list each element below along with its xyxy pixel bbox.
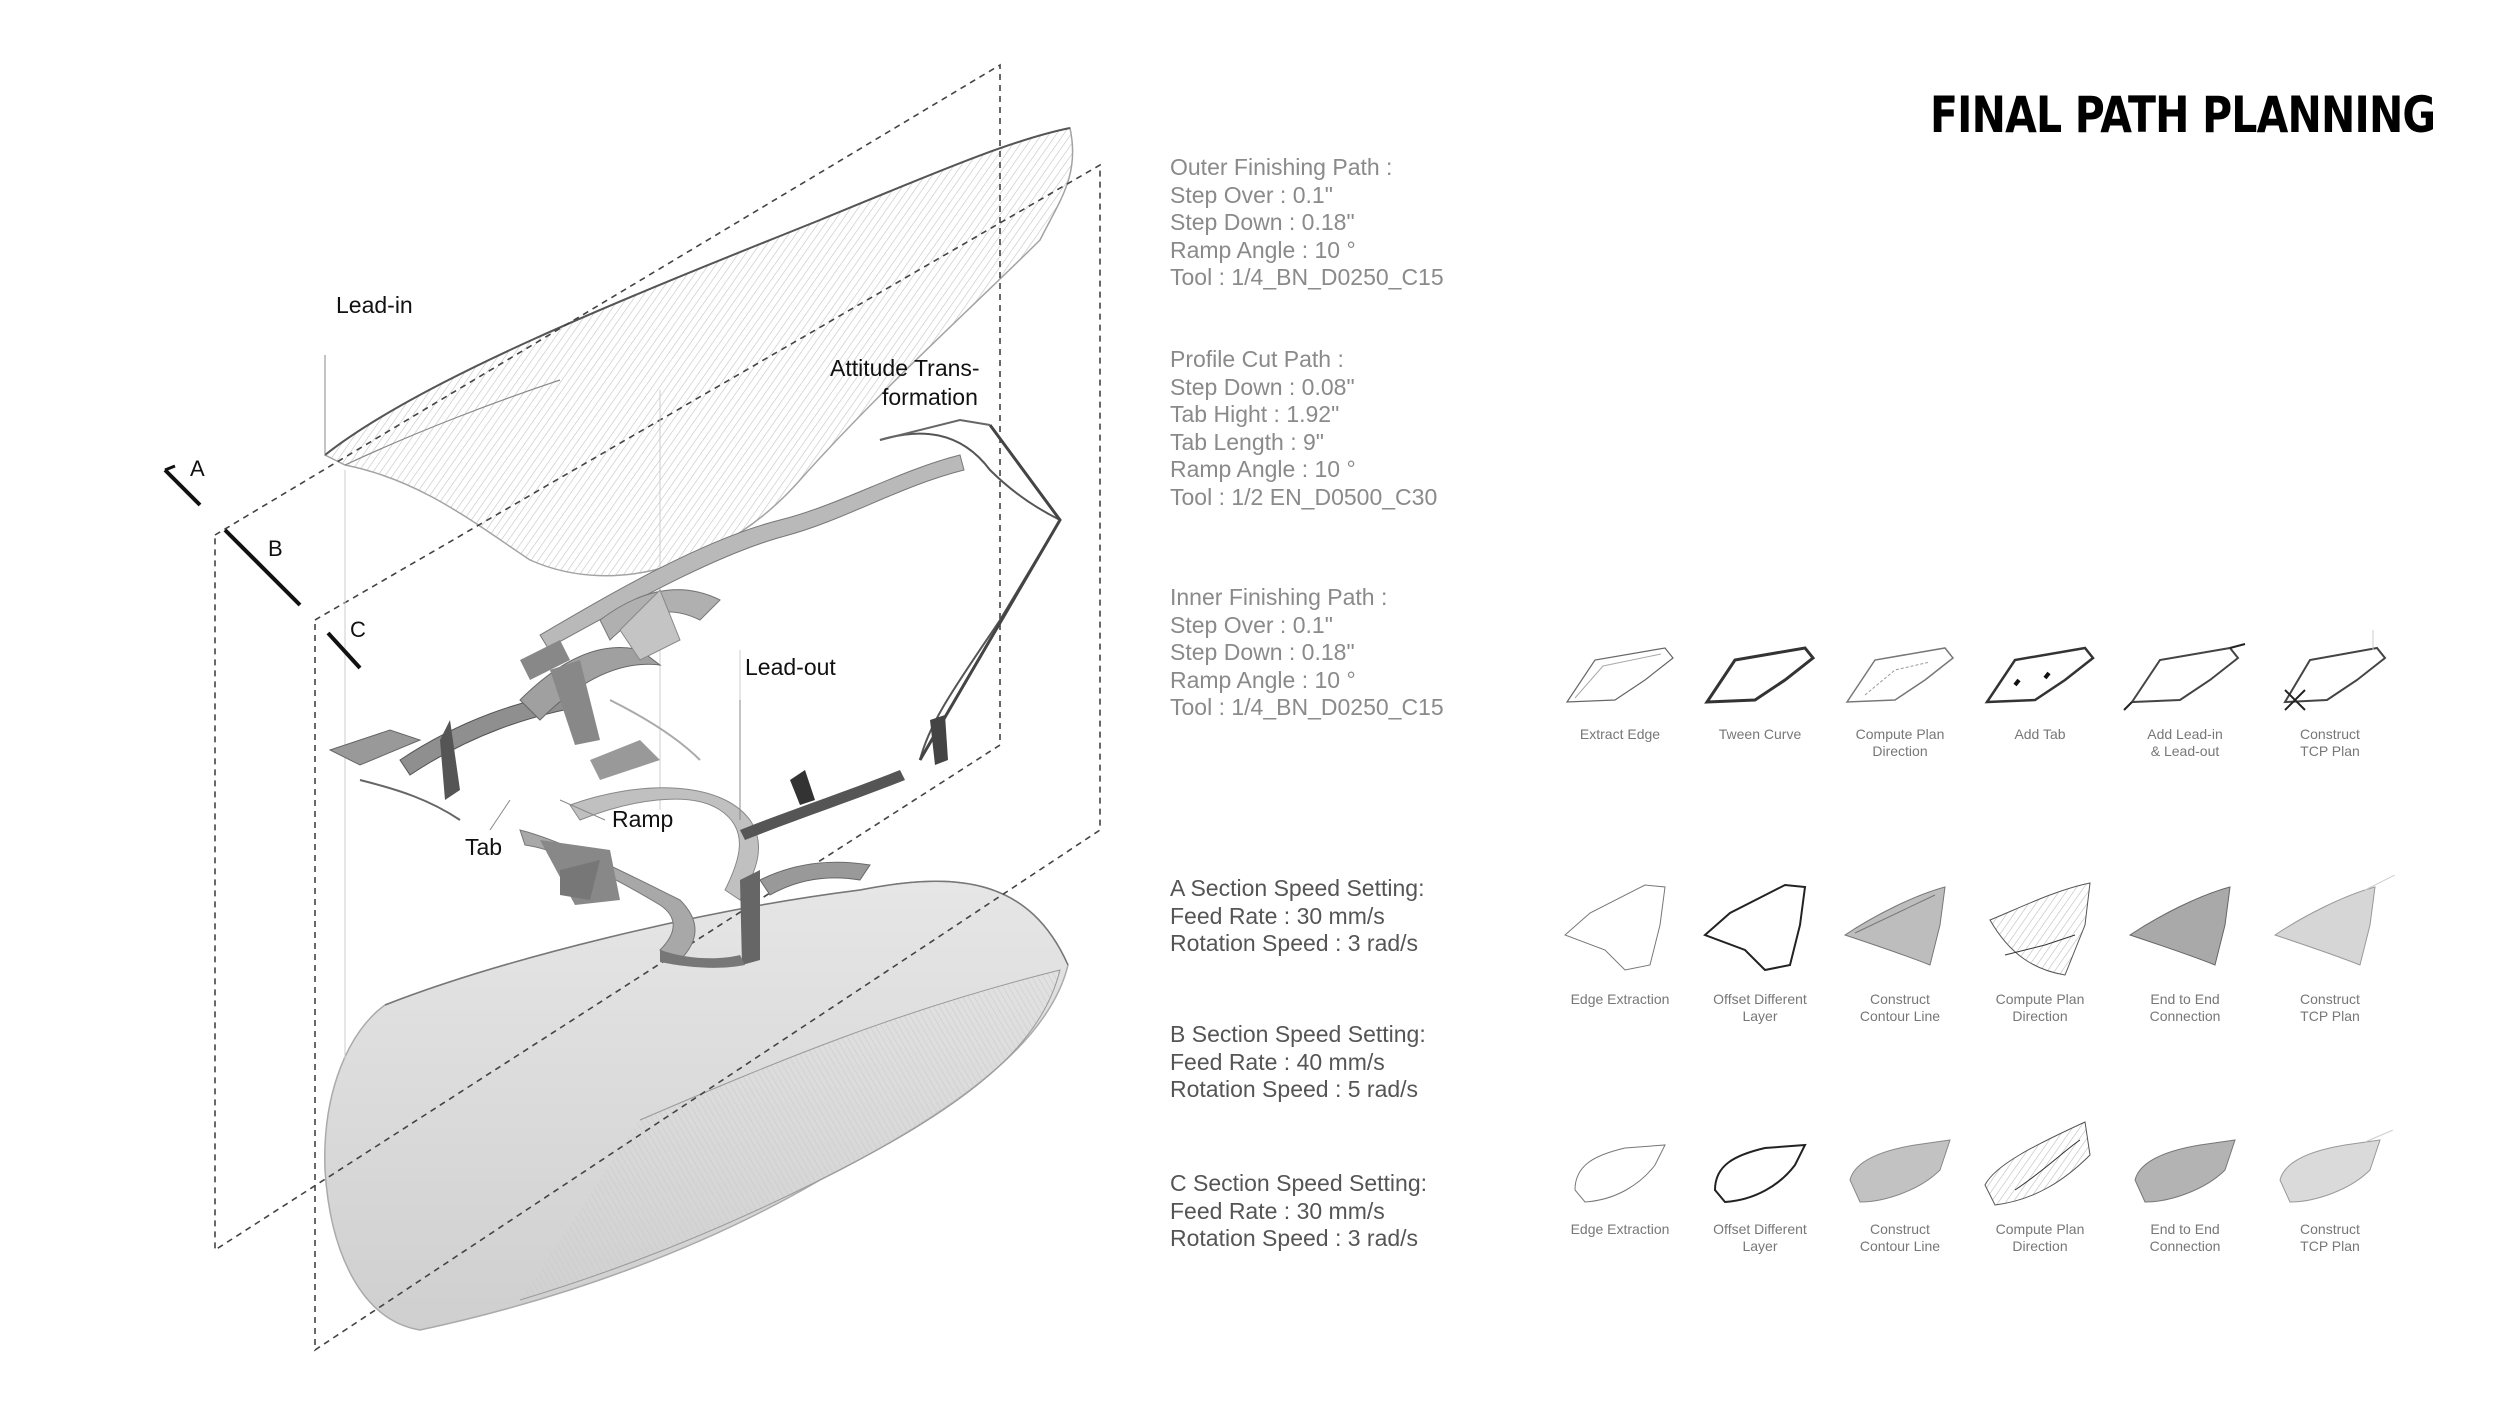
label-lead-out: Lead-out: [745, 654, 836, 681]
step-diagram: [1975, 1120, 2105, 1215]
step-caption: Construct TCP Plan: [2255, 991, 2405, 1025]
label-tab: Tab: [465, 834, 502, 861]
step-diagram: [1835, 875, 1965, 985]
step-diagram: [1835, 1130, 1965, 1215]
step-thumb: Construct TCP Plan: [2255, 1130, 2405, 1255]
label-lead-in: Lead-in: [336, 292, 413, 319]
spec-line: Step Over : 0.1": [1170, 612, 1444, 640]
step-diagram: [1835, 640, 1965, 720]
step-thumb: Offset Different Layer: [1685, 875, 1835, 1025]
spec-line: Ramp Angle : 10 °: [1170, 237, 1444, 265]
page-title: FINAL PATH PLANNING: [1930, 86, 2435, 144]
step-caption: Construct TCP Plan: [2255, 726, 2405, 760]
step-caption: Compute Plan Direction: [1965, 1221, 2115, 1255]
label-attitude-line2: formation: [882, 384, 978, 411]
spec-line: Ramp Angle : 10 °: [1170, 456, 1437, 484]
label-section-b: B: [268, 536, 283, 562]
step-diagram: [2265, 875, 2395, 985]
inner-finishing-surface: [325, 881, 1068, 1330]
inner-finishing-spec: Inner Finishing Path : Step Over : 0.1" …: [1170, 584, 1444, 722]
spec-line: Inner Finishing Path :: [1170, 584, 1444, 612]
step-caption: Compute Plan Direction: [1825, 726, 1975, 760]
speed-line: Rotation Speed : 3 rad/s: [1170, 930, 1424, 958]
spec-line: Tab Length : 9": [1170, 429, 1437, 457]
step-caption: Edge Extraction: [1545, 1221, 1695, 1238]
step-diagram: [1975, 640, 2105, 720]
spec-line: Tool : 1/4_BN_D0250_C15: [1170, 694, 1444, 722]
spec-line: Outer Finishing Path :: [1170, 154, 1444, 182]
label-ramp: Ramp: [612, 806, 673, 833]
spec-line: Tool : 1/2 EN_D0500_C30: [1170, 484, 1437, 512]
step-diagram: [2120, 640, 2250, 720]
step-thumb: Compute Plan Direction: [1825, 640, 1975, 760]
outer-finishing-spec: Outer Finishing Path : Step Over : 0.1" …: [1170, 154, 1444, 292]
step-diagram: [1975, 875, 2105, 985]
step-caption: Offset Different Layer: [1685, 1221, 1835, 1255]
step-caption: Tween Curve: [1685, 726, 1835, 743]
step-thumb: End to End Connection: [2110, 875, 2260, 1025]
section-markers: [165, 466, 360, 668]
speed-line: Rotation Speed : 3 rad/s: [1170, 1225, 1427, 1253]
spec-line: Step Over : 0.1": [1170, 182, 1444, 210]
step-diagram: [1695, 1130, 1825, 1215]
speed-setting-c: C Section Speed Setting: Feed Rate : 30 …: [1170, 1170, 1427, 1253]
label-section-a: A: [190, 456, 205, 482]
step-thumb: Add Tab: [1965, 640, 2115, 743]
spec-line: Tab Hight : 1.92": [1170, 401, 1437, 429]
step-thumb: Construct TCP Plan: [2255, 875, 2405, 1025]
step-diagram: [2120, 875, 2250, 985]
speed-line: B Section Speed Setting:: [1170, 1021, 1426, 1049]
step-diagram: [1555, 875, 1685, 985]
speed-setting-a: A Section Speed Setting: Feed Rate : 30 …: [1170, 875, 1424, 958]
speed-line: Rotation Speed : 5 rad/s: [1170, 1076, 1426, 1104]
speed-line: Feed Rate : 30 mm/s: [1170, 1198, 1427, 1226]
speed-line: A Section Speed Setting:: [1170, 875, 1424, 903]
outer-finishing-surface: [325, 128, 1073, 576]
step-caption: Add Tab: [1965, 726, 2115, 743]
step-diagram: [2120, 1130, 2250, 1215]
step-caption: Construct Contour Line: [1825, 991, 1975, 1025]
step-caption: End to End Connection: [2110, 1221, 2260, 1255]
step-caption: Add Lead-in & Lead-out: [2110, 726, 2260, 760]
step-diagram: [1555, 1130, 1685, 1215]
step-caption: End to End Connection: [2110, 991, 2260, 1025]
step-caption: Construct Contour Line: [1825, 1221, 1975, 1255]
step-thumb: Extract Edge: [1545, 640, 1695, 743]
speed-line: Feed Rate : 40 mm/s: [1170, 1049, 1426, 1077]
step-thumb: Edge Extraction: [1545, 1130, 1695, 1238]
step-diagram: [1555, 640, 1685, 720]
step-thumb: End to End Connection: [2110, 1130, 2260, 1255]
step-caption: Edge Extraction: [1545, 991, 1695, 1008]
spec-line: Step Down : 0.18": [1170, 209, 1444, 237]
step-thumb: Add Lead-in & Lead-out: [2110, 640, 2260, 760]
label-section-c: C: [350, 617, 366, 643]
step-diagram: [1695, 875, 1825, 985]
step-thumb: Compute Plan Direction: [1965, 875, 2115, 1025]
step-thumb: Compute Plan Direction: [1965, 1120, 2115, 1255]
speed-line: Feed Rate : 30 mm/s: [1170, 903, 1424, 931]
step-thumb: Tween Curve: [1685, 640, 1835, 743]
profile-cut-spec: Profile Cut Path : Step Down : 0.08" Tab…: [1170, 346, 1437, 511]
label-attitude-line1: Attitude Trans-: [830, 355, 980, 382]
spec-line: Profile Cut Path :: [1170, 346, 1437, 374]
spec-line: Tool : 1/4_BN_D0250_C15: [1170, 264, 1444, 292]
spec-line: Step Down : 0.18": [1170, 639, 1444, 667]
speed-line: C Section Speed Setting:: [1170, 1170, 1427, 1198]
step-thumb: Construct Contour Line: [1825, 1130, 1975, 1255]
step-thumb: Edge Extraction: [1545, 875, 1695, 1008]
step-caption: Offset Different Layer: [1685, 991, 1835, 1025]
step-caption: Extract Edge: [1545, 726, 1695, 743]
spec-line: Ramp Angle : 10 °: [1170, 667, 1444, 695]
step-thumb: Offset Different Layer: [1685, 1130, 1835, 1255]
speed-setting-b: B Section Speed Setting: Feed Rate : 40 …: [1170, 1021, 1426, 1104]
step-thumb: Construct Contour Line: [1825, 875, 1975, 1025]
step-thumb: Construct TCP Plan: [2255, 630, 2405, 760]
step-diagram: [2265, 1130, 2395, 1215]
step-diagram: [1695, 640, 1825, 720]
step-diagram: [2265, 630, 2395, 720]
spec-line: Step Down : 0.08": [1170, 374, 1437, 402]
step-caption: Compute Plan Direction: [1965, 991, 2115, 1025]
step-caption: Construct TCP Plan: [2255, 1221, 2405, 1255]
